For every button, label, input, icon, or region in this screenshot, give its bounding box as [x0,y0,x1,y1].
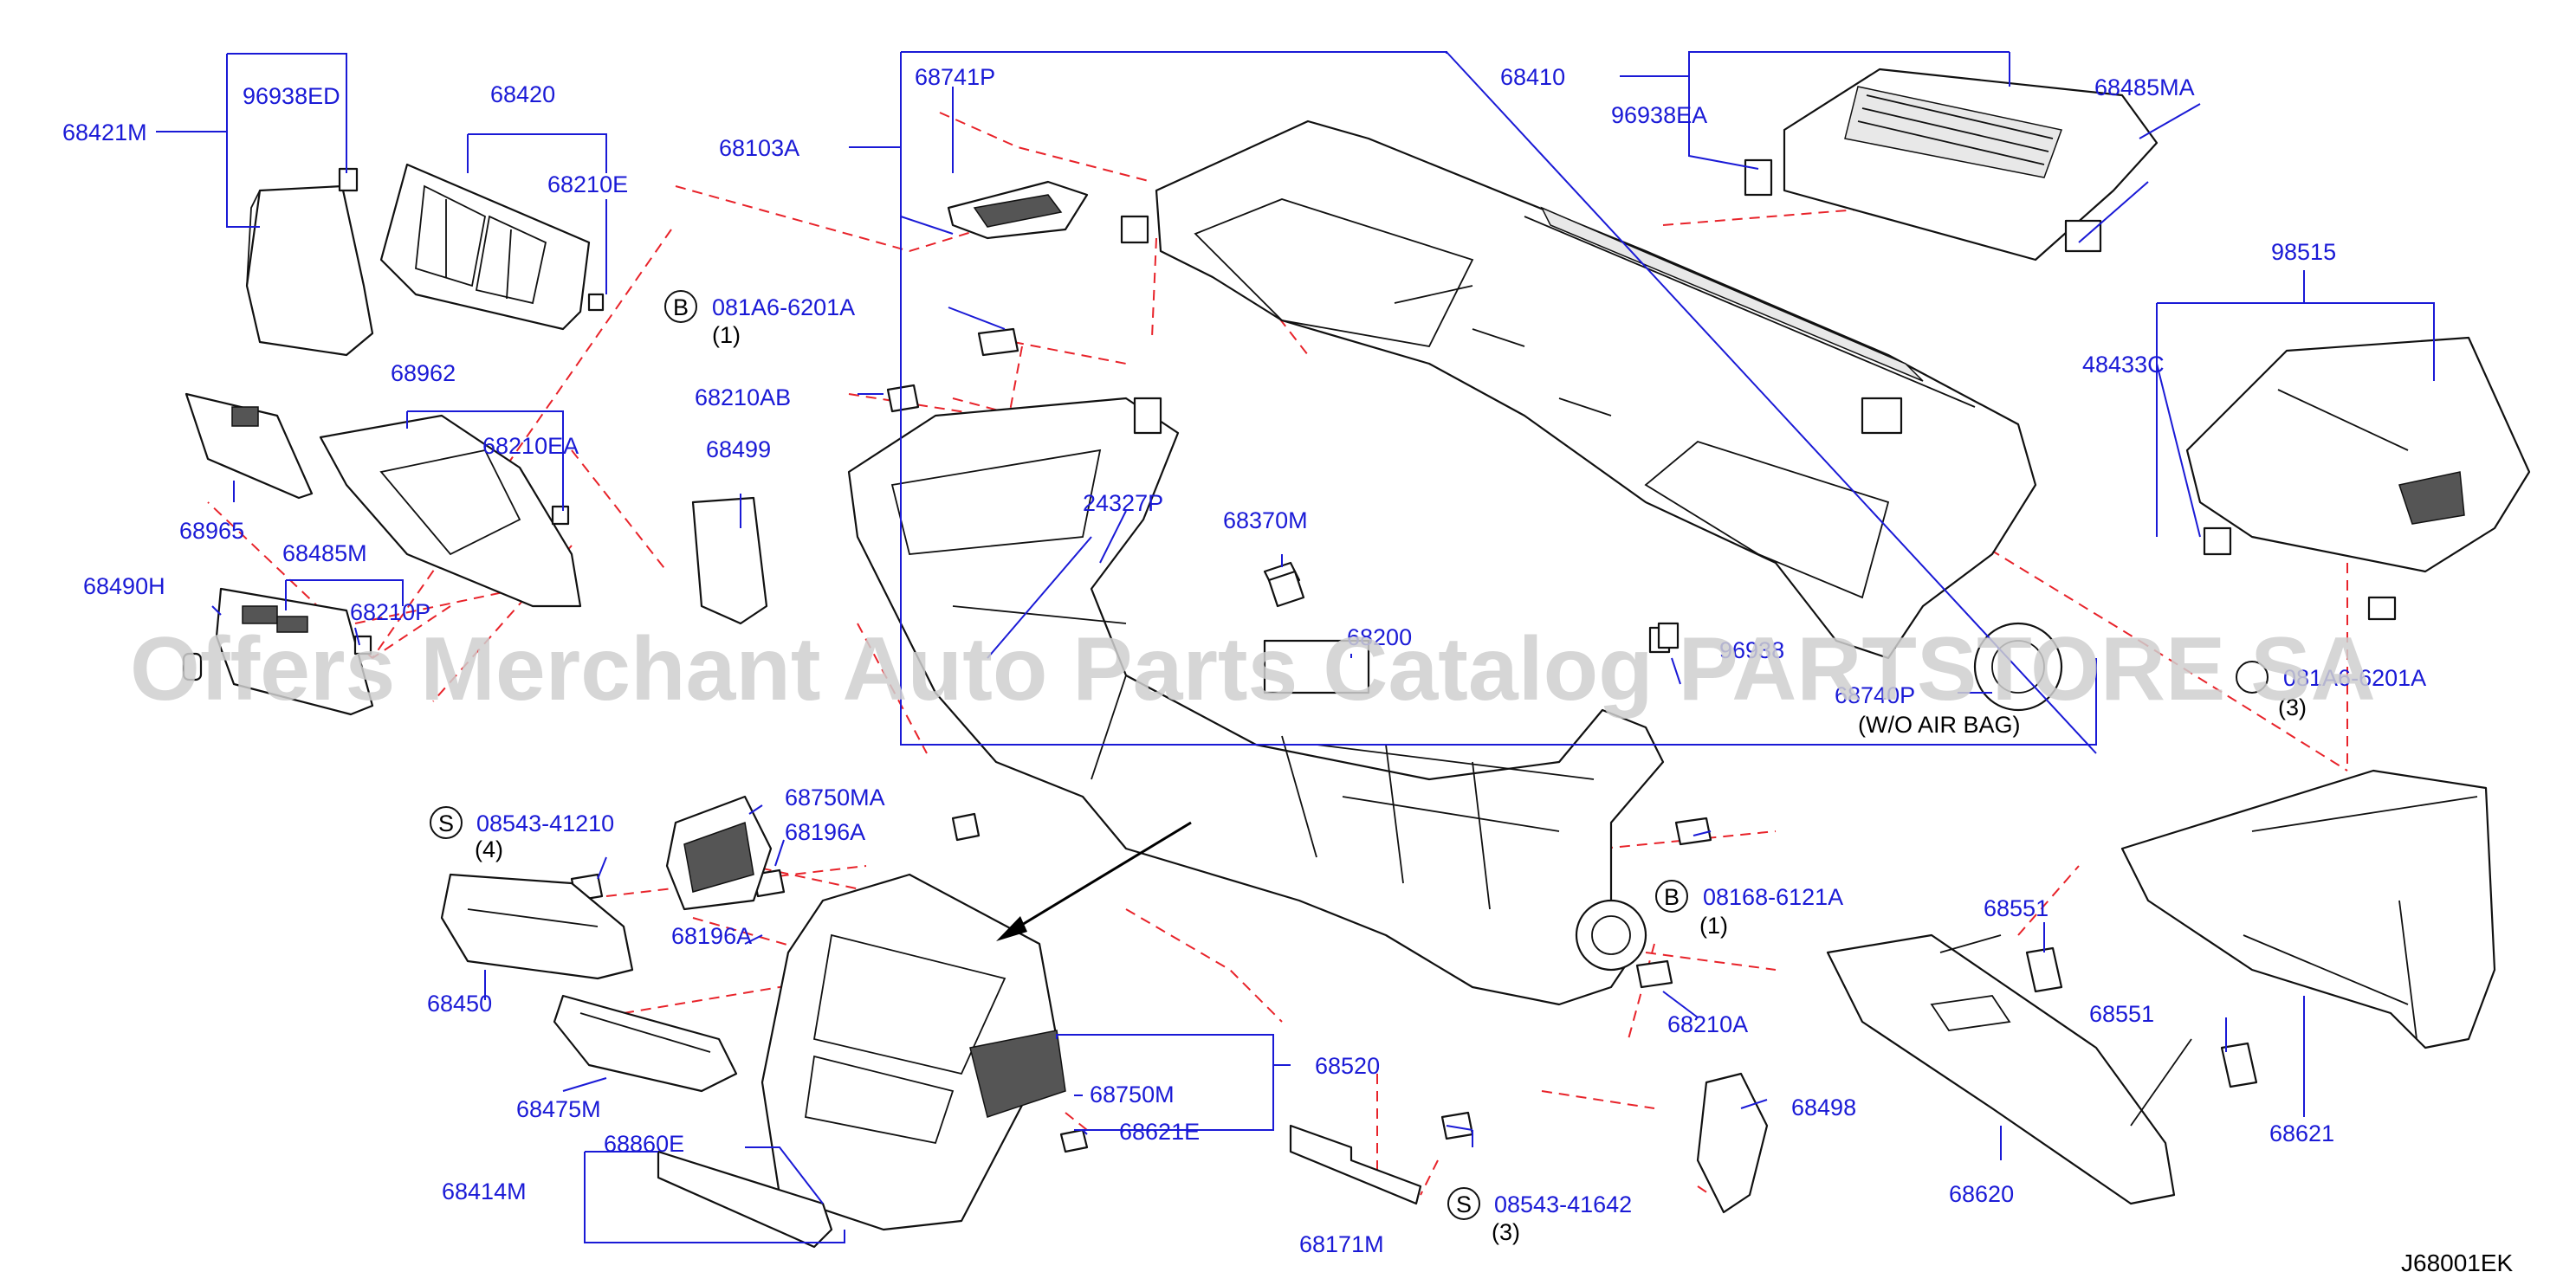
label-68421M[interactable]: 68421M [62,119,147,145]
label-68210AB[interactable]: 68210AB [695,384,791,410]
label-96938EA[interactable]: 96938EA [1611,102,1707,128]
label-68210P[interactable]: 68210P [350,599,430,625]
label-08543-41210[interactable]: 08543-41210 [476,810,614,836]
qty-081A6-6201A: (1) [712,322,741,348]
label-68498[interactable]: 68498 [1791,1095,1856,1120]
label-081A6-6201A-right[interactable]: 081A6-6201A [2283,665,2426,691]
qty-08168-6121A: (1) [1699,913,1728,939]
label-48433C[interactable]: 48433C [2082,352,2165,378]
label-68171M[interactable]: 68171M [1299,1231,1384,1257]
label-68420[interactable]: 68420 [490,81,555,107]
label-68620[interactable]: 68620 [1949,1181,2014,1207]
screw-symbol-s-letter: S [438,810,454,836]
label-68750MA[interactable]: 68750MA [785,785,885,810]
label-68196A-top[interactable]: 68196A [785,819,865,845]
screw-symbol-s [430,806,463,839]
label-96938ED[interactable]: 96938ED [243,83,340,109]
bolt-symbol-b-2 [1655,880,1688,913]
label-96938[interactable]: 96938 [1719,637,1784,663]
direction-arrow [996,821,1192,941]
label-68621E[interactable]: 68621E [1119,1119,1200,1145]
label-68485MA[interactable]: 68485MA [2094,74,2195,100]
label-68485M[interactable]: 68485M [282,540,367,566]
qty-081A6-6201A-right: (3) [2278,694,2307,720]
part-drawings [182,68,2531,1249]
label-68740P[interactable]: 68740P [1835,682,1915,708]
label-68750M[interactable]: 68750M [1090,1082,1175,1107]
bolt-symbol-b [664,290,697,323]
label-68414M[interactable]: 68414M [442,1178,527,1204]
label-68499[interactable]: 68499 [706,436,771,462]
label-68962[interactable]: 68962 [391,360,456,386]
bolt-symbol-b-letter: B [673,294,689,320]
label-98515[interactable]: 98515 [2271,239,2336,265]
label-68196A-bottom[interactable]: 68196A [671,923,752,949]
label-08543-41642[interactable]: 08543-41642 [1494,1191,1632,1217]
leader-lines [156,51,2435,1243]
bolt-symbol-b-2-letter: B [1664,884,1680,910]
label-24327P[interactable]: 24327P [1083,490,1163,516]
screw-symbol-s-2 [1447,1187,1480,1220]
label-081A6-6201A[interactable]: 081A6-6201A [712,294,855,320]
label-68475M[interactable]: 68475M [516,1096,601,1122]
watermark-text: Offers Merchant Auto Parts Catalog PARTS… [130,619,2376,720]
part-labels: 68421M 96938ED 68420 68210E 68962 68210E… [62,64,2514,1276]
bolt-symbol-b-right [2236,661,2269,694]
label-68370M[interactable]: 68370M [1223,507,1308,533]
qty-08543-41642: (3) [1492,1219,1520,1245]
label-68210A[interactable]: 68210A [1667,1011,1748,1037]
screw-symbol-s-2-letter: S [1456,1191,1472,1217]
label-68450[interactable]: 68450 [427,991,492,1017]
label-68965[interactable]: 68965 [179,518,244,544]
label-68621[interactable]: 68621 [2269,1120,2334,1146]
qty-08543-41210: (4) [475,836,503,862]
label-68410[interactable]: 68410 [1500,64,1565,90]
label-68741P[interactable]: 68741P [915,64,995,90]
note-without-airbag: (W/O AIR BAG) [1858,712,2021,738]
label-68490H[interactable]: 68490H [83,573,165,599]
label-68103A[interactable]: 68103A [719,135,799,161]
label-68520[interactable]: 68520 [1315,1053,1380,1079]
label-68551-top[interactable]: 68551 [1984,895,2049,921]
label-68210E[interactable]: 68210E [547,171,628,197]
diagram-code: J68001EK [2401,1249,2514,1276]
label-68551-bottom[interactable]: 68551 [2089,1001,2154,1027]
label-08168-6121A[interactable]: 08168-6121A [1703,884,1843,910]
label-68200[interactable]: 68200 [1347,624,1412,650]
label-68210EA[interactable]: 68210EA [482,433,579,459]
label-68860E[interactable]: 68860E [604,1131,684,1157]
